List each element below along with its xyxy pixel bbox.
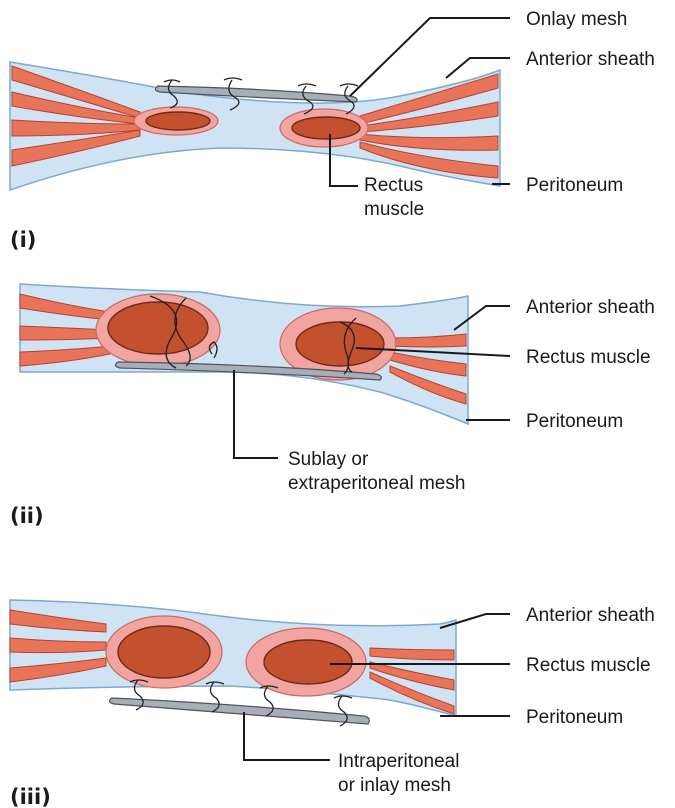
- rectus-muscle-right: [246, 628, 366, 696]
- label-intraperitoneal-mesh-line2: or inlay mesh: [338, 775, 451, 796]
- rectus-muscle-left: [134, 107, 218, 135]
- label-anterior-sheath-iii: Anterior sheath: [526, 605, 655, 626]
- rectus-muscle-left: [106, 616, 222, 688]
- panel-label-iii: (iii): [10, 785, 51, 808]
- label-onlay-mesh: Onlay mesh: [526, 9, 627, 30]
- label-anterior-sheath-ii: Anterior sheath: [526, 297, 655, 318]
- label-rectus-muscle-i-line2: muscle: [364, 199, 424, 220]
- panel-label-i: (i): [10, 228, 36, 252]
- panel-ii: Anterior sheath Rectus muscle Peritoneum…: [10, 284, 655, 528]
- label-sublay-mesh-line2: extraperitoneal mesh: [288, 473, 465, 494]
- label-sublay-mesh-line1: Sublay or: [288, 449, 369, 470]
- panel-iii: Anterior sheath Rectus muscle Peritoneum…: [10, 600, 655, 808]
- label-peritoneum-ii: Peritoneum: [526, 411, 623, 432]
- label-intraperitoneal-mesh-line1: Intraperitoneal: [338, 751, 459, 772]
- label-rectus-muscle-iii: Rectus muscle: [526, 655, 651, 676]
- label-rectus-muscle-i-line1: Rectus: [364, 175, 423, 196]
- label-anterior-sheath-i: Anterior sheath: [526, 49, 655, 70]
- leader-sublay-mesh: [234, 370, 278, 458]
- intraperitoneal-mesh: [109, 698, 369, 724]
- panel-label-ii: (ii): [10, 504, 44, 528]
- label-peritoneum-i: Peritoneum: [526, 175, 623, 196]
- label-rectus-muscle-ii: Rectus muscle: [526, 347, 651, 368]
- panel-i: Onlay mesh Anterior sheath Rectus muscle…: [10, 9, 655, 252]
- label-peritoneum-iii: Peritoneum: [526, 707, 623, 728]
- rectus-muscle-right: [280, 109, 368, 147]
- panel-ii-illustration: [20, 284, 468, 424]
- rectus-muscle-left: [96, 294, 220, 366]
- panel-i-illustration: [10, 62, 500, 190]
